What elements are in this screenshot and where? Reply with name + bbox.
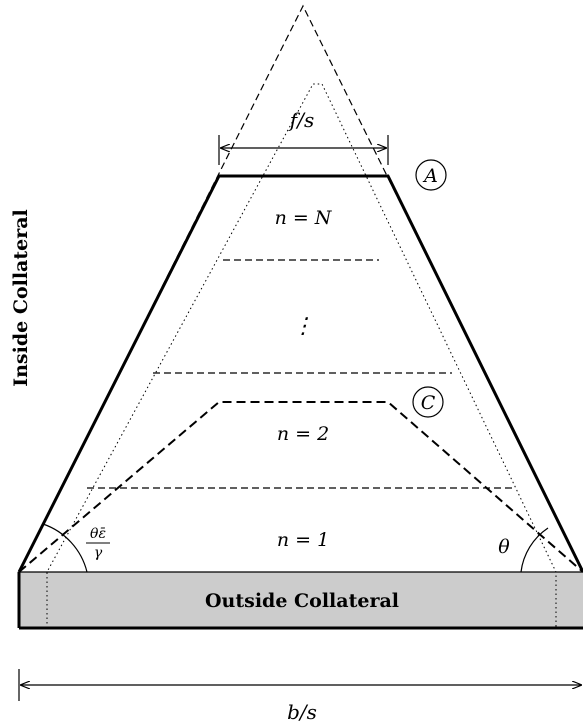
point-c-circle: [412, 386, 444, 418]
dashed-apex-triangle: [18, 4, 583, 573]
point-a-label: A: [422, 165, 438, 187]
top-width-label: f/s: [288, 108, 314, 132]
inside-collateral-label: Inside Collateral: [10, 209, 32, 387]
level-top-label: n = N: [275, 207, 333, 229]
left-angle-denominator: γ: [94, 545, 103, 561]
trapezoid-outline: [17, 174, 583, 573]
right-angle-label: θ: [498, 536, 510, 558]
dashed-inner-trapezoid: [18, 401, 583, 573]
outside-collateral-base: [19, 572, 583, 628]
left-angle-numerator: θε̄: [90, 526, 106, 542]
bottom-width-label: b/s: [287, 700, 317, 724]
point-a-circle: [415, 159, 447, 191]
dotted-pyramid-outline: [46, 83, 557, 628]
right-angle-arc: [520, 527, 549, 573]
outside-collateral-label: Outside Collateral: [205, 590, 399, 612]
point-c-label: C: [421, 392, 436, 414]
left-angle-arc: [42, 523, 88, 573]
level-2-label: n = 2: [277, 423, 329, 445]
level-1-label: n = 1: [277, 529, 329, 551]
level-dots-label: ⋮: [292, 314, 314, 339]
